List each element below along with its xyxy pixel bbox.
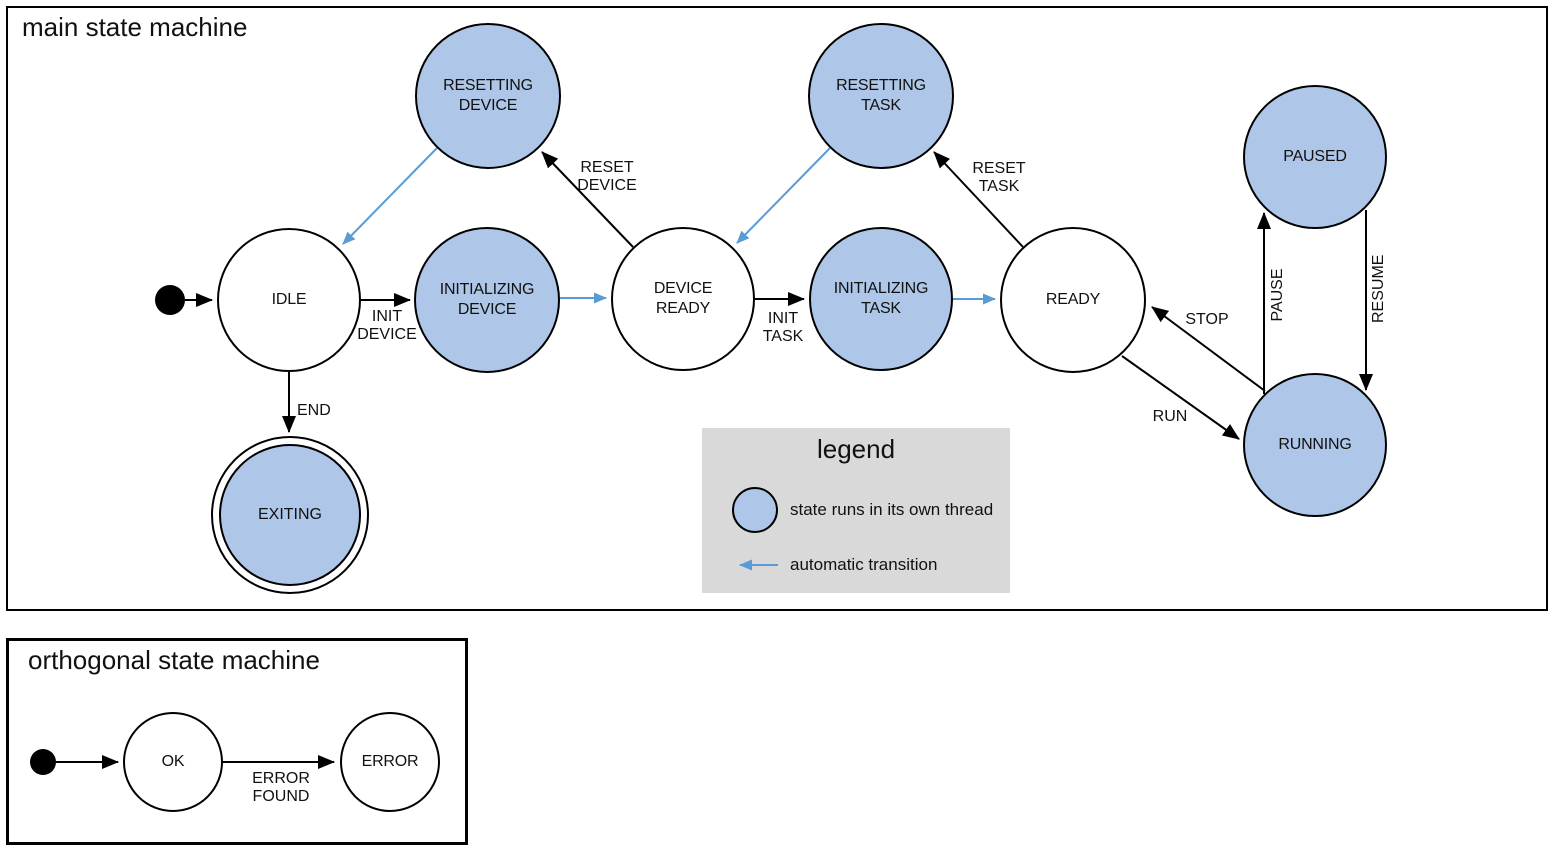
state-label: INITIALIZING DEVICE — [440, 280, 535, 320]
state-label-text: INITIALIZING — [439, 281, 535, 298]
transition-label-text: DEVICE — [357, 326, 417, 344]
state-label: OK — [162, 752, 185, 772]
state-label: INITIALIZING TASK — [834, 279, 929, 319]
state-label-text: RUNNING — [1278, 436, 1352, 453]
state-resetting-device: RESETTING DEVICE — [415, 23, 561, 169]
state-label-text: RESETTING — [443, 77, 533, 94]
transition-label-text: INIT — [371, 308, 403, 325]
transition-label-text: STOP — [1185, 311, 1229, 328]
state-label: IDLE — [272, 290, 307, 310]
state-label: RUNNING — [1278, 435, 1351, 455]
legend-auto-label: automatic transition — [790, 555, 938, 574]
state-ready: READY — [1000, 227, 1146, 373]
legend-panel: legend state runs in its own thread auto… — [702, 428, 1010, 593]
state-error: ERROR — [340, 712, 440, 812]
legend-title: legend — [816, 434, 896, 464]
thread-state-swatch — [732, 487, 778, 533]
state-label-text: DEVICE — [653, 280, 713, 297]
state-initializing-task: INITIALIZING TASK — [809, 227, 953, 371]
state-idle: IDLE — [217, 228, 361, 372]
state-label-text: EXITING — [257, 506, 322, 523]
state-label: ERROR — [362, 752, 419, 772]
state-label-text: DEVICE — [458, 97, 518, 114]
state-label: PAUSED — [1283, 147, 1347, 167]
transition-label-text: RESET — [580, 159, 634, 176]
transition-label-error-found: ERROR FOUND — [241, 770, 321, 807]
orthogonal-machine-title: orthogonal state machine — [28, 645, 320, 675]
state-label-text: INITIALIZING — [833, 280, 929, 297]
transition-label-text: ERROR — [252, 770, 310, 787]
transition-label-text: RESUME — [1370, 254, 1387, 323]
state-running: RUNNING — [1243, 373, 1387, 517]
transition-label-init-device: INIT DEVICE — [347, 308, 427, 345]
initial-state-dot-main — [155, 285, 185, 315]
transition-label-text: RUN — [1152, 408, 1188, 425]
state-resetting-task: RESETTING TASK — [808, 23, 954, 169]
state-paused: PAUSED — [1243, 85, 1387, 229]
transition-label-text: PAUSE — [1269, 268, 1286, 322]
state-ok: OK — [123, 712, 223, 812]
main-machine-frame — [6, 6, 1548, 611]
state-label-text: READY — [1045, 291, 1101, 308]
transition-label-init-task: INIT TASK — [743, 310, 823, 347]
initial-state-dot-orthogonal — [30, 749, 56, 775]
transition-label-run: RUN — [1140, 408, 1200, 426]
transition-label-text: TASK — [978, 178, 1020, 196]
transition-label-text: TASK — [762, 328, 804, 346]
legend-thread-label: state runs in its own thread — [790, 500, 994, 519]
transition-label-text: FOUND — [252, 788, 310, 806]
state-exiting-final-ring: EXITING — [211, 436, 369, 594]
transition-label-stop: STOP — [1177, 311, 1237, 329]
state-label-text: TASK — [861, 97, 901, 114]
state-label-text: IDLE — [271, 291, 307, 308]
state-device-ready: DEVICE READY — [611, 227, 755, 371]
state-label-text: RESETTING — [836, 77, 926, 94]
state-exiting: EXITING — [219, 444, 361, 586]
transition-label-text: END — [297, 402, 331, 419]
transition-label-pause: PAUSE — [1269, 265, 1289, 325]
main-machine-title: main state machine — [22, 12, 248, 42]
transition-label-reset-device: RESET DEVICE — [557, 159, 657, 196]
transition-label-resume: RESUME — [1370, 254, 1390, 323]
state-label-text: DEVICE — [457, 301, 517, 318]
state-label: READY — [1046, 290, 1100, 310]
state-initializing-device: INITIALIZING DEVICE — [414, 227, 560, 373]
transition-label-text: RESET — [972, 160, 1026, 177]
state-label-text: TASK — [861, 300, 901, 317]
state-label-text: OK — [161, 753, 185, 770]
state-label: EXITING — [258, 506, 322, 524]
orthogonal-machine-frame — [6, 638, 468, 845]
transition-label-reset-task: RESET TASK — [949, 160, 1049, 197]
state-label: DEVICE READY — [653, 279, 713, 319]
transition-label-text: DEVICE — [577, 177, 637, 195]
transition-label-end: END — [297, 402, 331, 420]
state-label: RESETTING TASK — [836, 76, 926, 116]
transition-label-text: INIT — [767, 310, 799, 327]
state-label-text: READY — [655, 300, 711, 317]
state-label: RESETTING DEVICE — [443, 76, 533, 116]
state-label-text: ERROR — [361, 753, 419, 770]
state-label-text: PAUSED — [1283, 148, 1347, 165]
